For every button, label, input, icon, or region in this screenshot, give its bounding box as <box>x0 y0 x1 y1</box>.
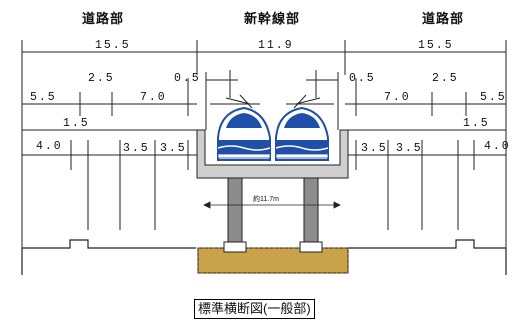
viaduct-deck <box>196 129 349 179</box>
dim-left-total: 15.5 <box>95 39 131 52</box>
dim-left-row2-1: 5.5 <box>30 91 57 104</box>
pier-base-left <box>223 241 247 253</box>
dim-right-total: 15.5 <box>418 39 454 52</box>
dim-right-row4-3: 4.0 <box>484 140 511 153</box>
footing <box>197 247 349 274</box>
diagram-caption: 標準横断図(一般部) <box>194 299 315 320</box>
header-shinkansen: 新幹線部 <box>244 11 301 26</box>
dim-right-row2-4: 5.5 <box>480 91 507 104</box>
train-left <box>217 94 271 161</box>
dim-right-row3: 1.5 <box>463 117 490 130</box>
dim-left-row3: 1.5 <box>63 117 90 130</box>
dim-center-total: 11.9 <box>258 39 294 52</box>
ground-profile <box>21 239 507 275</box>
dim-right-row4-1: 3.5 <box>361 142 388 155</box>
pier-span-label: 約11.7m <box>253 196 279 203</box>
dim-right-row4-2: 3.5 <box>396 142 423 155</box>
catenary-poles <box>205 70 339 130</box>
pier-base-right <box>299 241 323 253</box>
dimension-lines <box>21 40 507 250</box>
dim-left-row4-1: 4.0 <box>36 140 63 153</box>
pier-left <box>227 176 243 250</box>
pier-right <box>303 176 319 250</box>
header-right-road: 道路部 <box>422 11 465 26</box>
dim-left-row4-2: 3.5 <box>123 142 150 155</box>
dim-left-row2-4: 0.5 <box>174 72 201 85</box>
dim-right-row2-3: 7.0 <box>384 91 411 104</box>
header-left-road: 道路部 <box>82 11 125 26</box>
dim-left-row4-3: 3.5 <box>160 142 187 155</box>
train-right <box>275 94 329 161</box>
dim-right-row2-2: 2.5 <box>432 72 459 85</box>
dim-right-row2-1: 0.5 <box>349 72 376 85</box>
dim-left-row2-2: 2.5 <box>88 72 115 85</box>
dim-left-row2-3: 7.0 <box>140 91 167 104</box>
pier-span-dimension <box>203 201 341 209</box>
footing-texture <box>197 247 349 274</box>
